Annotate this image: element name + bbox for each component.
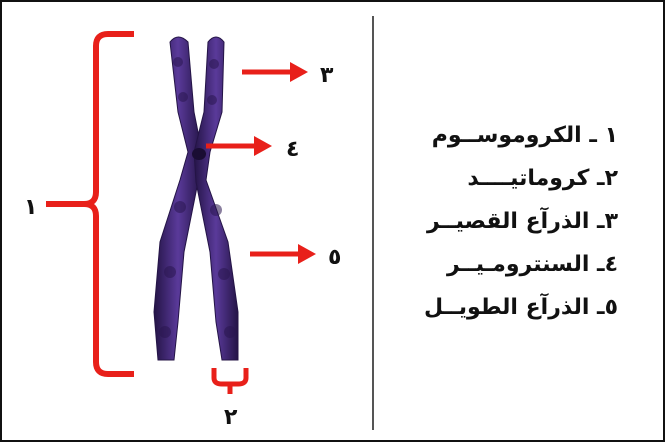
label-long-arm: ٥ xyxy=(328,245,341,270)
chromosome-illustration xyxy=(154,37,238,360)
legend-item-long-arm: ٥ـ الذرآع الطويــل xyxy=(374,286,618,329)
short-arm-arrow xyxy=(242,62,308,82)
chromosome-brace xyxy=(46,34,134,374)
centromere xyxy=(192,148,206,160)
left-chromatid xyxy=(154,37,202,360)
legend: ١ ـ الكروموســوم ٢ـ كروماتيــــد ٣ـ الذر… xyxy=(374,114,618,329)
centromere-arrow xyxy=(206,136,272,156)
legend-item-chromosome: ١ ـ الكروموســوم xyxy=(374,114,618,157)
legend-item-short-arm: ٣ـ الذرآع القصيــر xyxy=(374,200,618,243)
legend-item-centromere: ٤ـ السنترومـيــر xyxy=(374,243,618,286)
chromatid-brace xyxy=(214,368,246,394)
label-chromosome: ١ xyxy=(24,195,37,220)
legend-item-chromatid: ٢ـ كروماتيــــد xyxy=(374,157,618,200)
label-short-arm: ٣ xyxy=(320,63,334,88)
long-arm-arrow xyxy=(250,244,316,264)
right-chromatid xyxy=(194,37,238,360)
label-chromatid: ٢ xyxy=(224,405,238,430)
label-centromere: ٤ xyxy=(286,137,299,162)
